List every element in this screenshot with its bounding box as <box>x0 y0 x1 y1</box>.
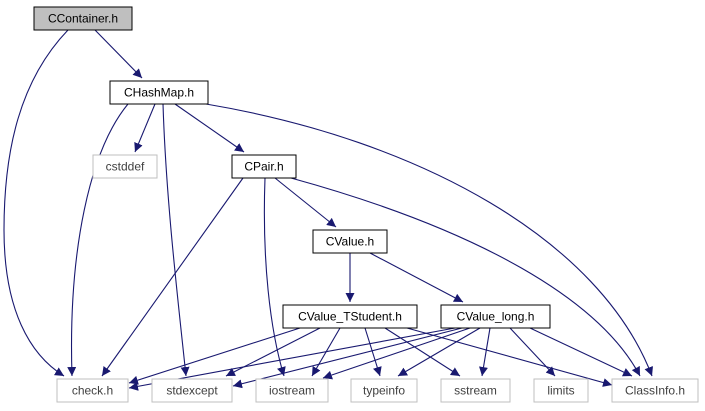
node-classinfo: ClassInfo.h <box>611 378 699 403</box>
node-label-sstream: sstream <box>454 384 497 398</box>
edges-layer <box>3 29 653 391</box>
node-label-ccontainer: CContainer.h <box>48 12 118 26</box>
edge-cvalue_long-to-stdexcept <box>232 327 463 389</box>
node-box-iostream <box>255 378 329 403</box>
node-label-limits: limits <box>547 384 574 398</box>
node-label-cstddef: cstddef <box>106 160 145 174</box>
edge-cpair-to-cvalue <box>274 177 337 228</box>
node-label-chashmap: CHashMap.h <box>124 86 194 100</box>
node-label-cpair: CPair.h <box>244 160 283 174</box>
node-ccontainer[interactable]: CContainer.h <box>33 6 133 31</box>
node-cvalue_tstudent[interactable]: CValue_TStudent.h <box>282 304 418 329</box>
edge-cpair-to-check <box>101 177 244 377</box>
node-box-typeinfo <box>350 378 418 403</box>
edge-cvalue_tstudent-to-check <box>128 327 301 385</box>
node-typeinfo: typeinfo <box>350 378 418 403</box>
node-box-classinfo <box>611 378 699 403</box>
edge-cvalue_long-to-typeinfo <box>397 327 481 377</box>
node-box-cstddef <box>92 154 158 179</box>
edge-cvalue_long-to-check <box>128 327 456 391</box>
node-box-cvalue_tstudent <box>282 304 418 329</box>
edge-chashmap-to-stdexcept <box>162 103 190 377</box>
edge-cvalue_tstudent-to-sstream <box>384 327 461 377</box>
node-limits: limits <box>533 378 589 403</box>
node-label-iostream: iostream <box>269 384 315 398</box>
node-box-ccontainer <box>33 6 133 31</box>
edge-cvalue_tstudent-to-typeinfo <box>364 327 382 377</box>
edge-cvalue-to-cvalue_long <box>369 252 464 303</box>
node-label-classinfo: ClassInfo.h <box>625 384 685 398</box>
node-label-stdexcept: stdexcept <box>166 384 218 398</box>
edge-cvalue_long-to-limits <box>509 327 556 377</box>
edge-cvalue_long-to-iostream <box>322 327 471 380</box>
node-label-typeinfo: typeinfo <box>363 384 405 398</box>
edge-chashmap-to-classinfo <box>205 103 653 377</box>
node-label-cvalue_tstudent: CValue_TStudent.h <box>298 310 402 324</box>
edge-cvalue_long-to-sstream <box>479 327 491 377</box>
node-box-cvalue_long <box>440 304 551 329</box>
node-box-sstream <box>440 378 511 403</box>
node-stdexcept: stdexcept <box>151 378 233 403</box>
edge-chashmap-to-cstddef <box>134 103 156 153</box>
node-iostream: iostream <box>255 378 329 403</box>
edge-cpair-to-iostream <box>263 177 286 377</box>
node-box-cpair <box>231 154 297 179</box>
edge-cvalue_tstudent-to-stdexcept <box>225 327 321 377</box>
node-box-chashmap <box>109 80 209 105</box>
node-label-check: check.h <box>72 384 113 398</box>
node-sstream: sstream <box>440 378 511 403</box>
node-box-limits <box>533 378 589 403</box>
edge-cvalue_tstudent-to-classinfo <box>406 327 613 387</box>
node-cvalue_long[interactable]: CValue_long.h <box>440 304 551 329</box>
node-box-stdexcept <box>151 378 233 403</box>
node-cpair[interactable]: CPair.h <box>231 154 297 179</box>
edge-cvalue_long-to-classinfo <box>529 327 633 377</box>
node-label-cvalue_long: CValue_long.h <box>457 310 535 324</box>
edge-ccontainer-to-chashmap <box>94 29 143 79</box>
node-box-cvalue <box>312 229 388 254</box>
node-box-check <box>56 378 129 403</box>
node-chashmap[interactable]: CHashMap.h <box>109 80 209 105</box>
edge-chashmap-to-cpair <box>174 103 245 153</box>
edge-ccontainer-to-check <box>3 29 69 377</box>
node-cvalue[interactable]: CValue.h <box>312 229 388 254</box>
edge-cpair-to-classinfo <box>290 177 641 377</box>
edge-chashmap-to-check <box>67 103 129 377</box>
node-cstddef: cstddef <box>92 154 158 179</box>
node-check: check.h <box>56 378 129 403</box>
node-label-cvalue: CValue.h <box>326 235 374 249</box>
